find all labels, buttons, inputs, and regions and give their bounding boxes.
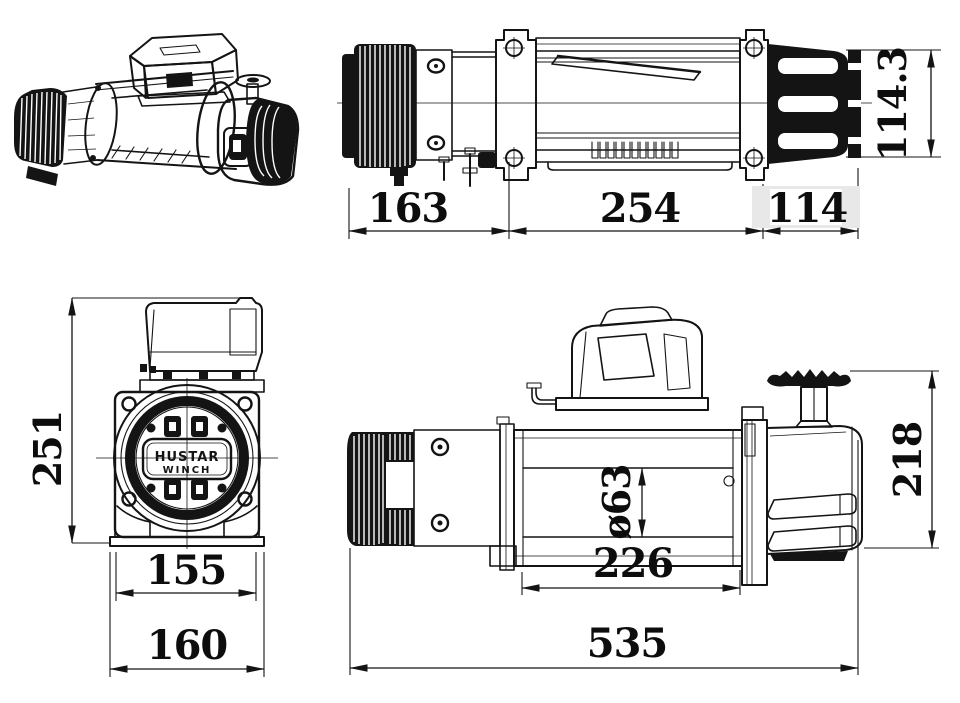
dim-label-226: 226 xyxy=(593,540,674,587)
side-motor xyxy=(347,432,414,546)
dim-label-218: 218 xyxy=(885,422,930,498)
dim-top-gearbox-height: 114.3 xyxy=(846,47,941,161)
top-view-right-plate xyxy=(739,29,769,181)
front-bracket xyxy=(139,370,265,393)
top-view-drum xyxy=(535,37,741,171)
perspective-drum xyxy=(84,70,237,175)
perspective-gearbox xyxy=(216,74,300,186)
dim-label-114: 114 xyxy=(767,185,848,232)
front-bolt-pattern xyxy=(146,416,227,500)
side-control-box xyxy=(555,306,709,411)
perspective-view xyxy=(14,33,300,186)
dim-label-535: 535 xyxy=(587,620,668,667)
top-view-motor xyxy=(342,44,416,186)
dim-top-motor-length: 163 xyxy=(348,162,510,239)
dim-front-base-width: 160 xyxy=(109,552,265,677)
brand-name: HUSTAR xyxy=(155,450,220,465)
dim-top-gearbox-length: 114 xyxy=(752,168,860,239)
top-view-motor-flange xyxy=(415,49,453,161)
perspective-motor xyxy=(14,86,99,186)
side-box-panel xyxy=(597,333,655,381)
dim-side-drum-length: 226 xyxy=(521,540,741,595)
dim-label-155: 155 xyxy=(146,547,227,594)
dim-label-163: 163 xyxy=(368,185,449,232)
perspective-clutch-handle xyxy=(235,74,271,105)
dim-side-drum-diameter: ø63 xyxy=(594,464,646,540)
dim-side-overall-height: 218 xyxy=(850,370,939,549)
top-view-tie-bars xyxy=(438,51,497,187)
side-right-plate xyxy=(741,406,768,586)
dim-top-drum-length: 254 xyxy=(508,184,764,239)
front-crosshair xyxy=(96,378,278,549)
top-view-left-plate xyxy=(495,29,537,181)
side-clutch-handle xyxy=(767,369,851,428)
side-conduit xyxy=(526,382,557,405)
top-view: 163 254 114 114.3 xyxy=(337,29,941,239)
side-motor-bracket xyxy=(413,429,501,547)
dim-side-overall-length: 535 xyxy=(349,440,859,675)
front-view: HUSTAR WINCH 251 155 160 xyxy=(25,297,278,677)
front-base xyxy=(109,505,265,547)
perspective-control-box xyxy=(129,33,239,107)
dim-label-254: 254 xyxy=(600,185,681,232)
side-drum xyxy=(513,429,743,567)
dim-label-63: ø63 xyxy=(594,464,639,539)
front-control-box xyxy=(140,297,263,373)
dim-label-251: 251 xyxy=(25,411,70,487)
side-view: ø63 226 535 218 xyxy=(347,306,939,675)
dim-front-body-width: 155 xyxy=(115,547,257,601)
side-upright xyxy=(489,416,517,571)
brand-word: WINCH xyxy=(163,465,212,476)
top-view-drain-plug xyxy=(390,168,408,186)
dim-label-114-3: 114.3 xyxy=(870,47,915,161)
dim-front-height: 251 xyxy=(25,297,247,544)
dim-label-160: 160 xyxy=(147,622,228,669)
side-gearbox xyxy=(766,425,863,561)
top-view-gearbox xyxy=(768,44,861,164)
